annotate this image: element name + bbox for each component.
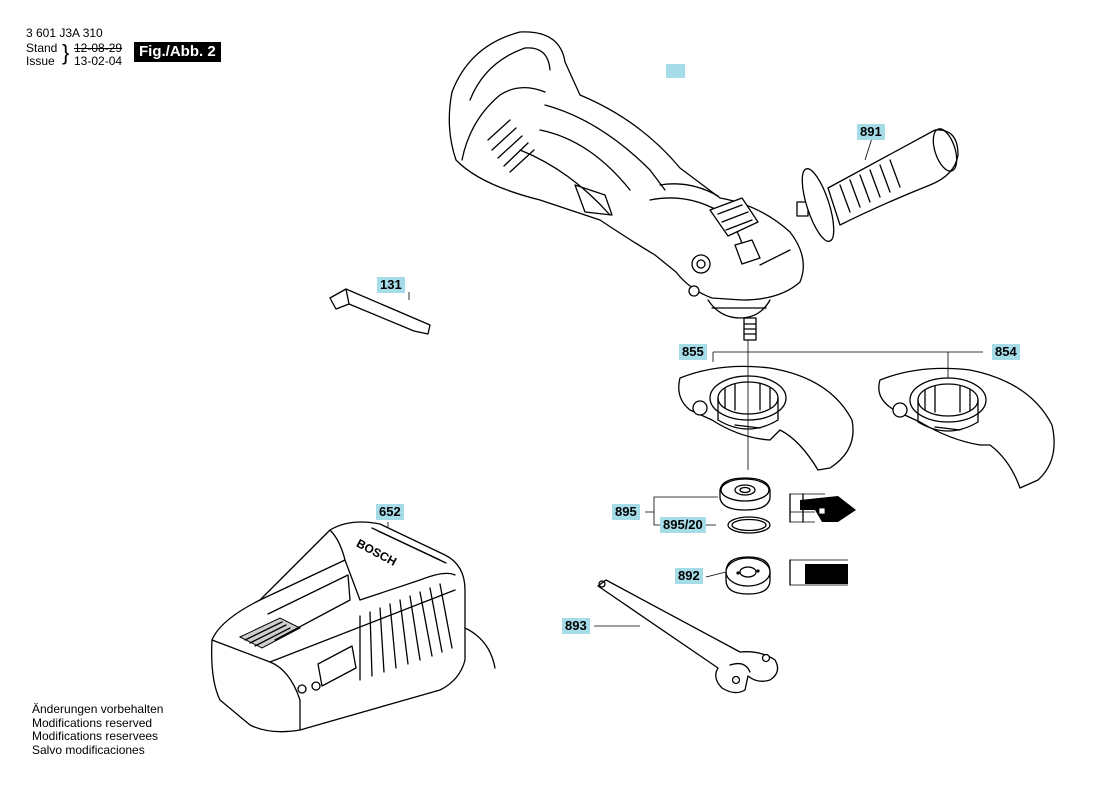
side-handle: [796, 128, 959, 242]
section-detail-nut: [789, 559, 848, 586]
figure-label: Fig./Abb. 2: [134, 42, 221, 62]
hex-key: [329, 288, 431, 335]
clamping-nut: [725, 556, 771, 595]
date-brace: }: [62, 40, 70, 65]
part-label-895-20: 895/20: [660, 517, 706, 533]
section-detail-flange: [789, 493, 856, 523]
part-label-131: 131: [377, 277, 405, 293]
o-ring: [727, 516, 771, 534]
stand-label: Stand: [26, 41, 58, 55]
issue-label: Issue: [26, 54, 55, 68]
part-label-891: 891: [857, 124, 885, 140]
part-label-893: 893: [562, 618, 590, 634]
part-label-895: 895: [612, 504, 640, 520]
wheel-guard-855: [678, 365, 854, 471]
battery-charger: BOSCH: [211, 521, 496, 733]
modification-notes: Änderungen vorbehalten Modifications res…: [32, 702, 164, 757]
note-french: Modifications reservees: [32, 729, 159, 743]
two-pin-spanner: [597, 579, 779, 694]
note-spanish: Salvo modificaciones: [32, 742, 145, 757]
stand-date: 12-08-29: [74, 41, 123, 55]
document-number: 3 601 J3A 310: [26, 26, 103, 40]
part-label-855: 855: [679, 344, 707, 360]
part-label-652: 652: [376, 504, 404, 520]
issue-date: 13-02-04: [74, 54, 123, 68]
legend-swatch: [666, 64, 685, 78]
note-german: Änderungen vorbehalten: [32, 702, 164, 716]
part-label-854: 854: [992, 344, 1020, 360]
leader-lines: [387, 137, 983, 627]
part-label-892: 892: [675, 568, 703, 584]
clamping-flange: [719, 477, 771, 511]
angle-grinder: [448, 31, 804, 341]
note-english: Modifications reserved: [32, 715, 153, 730]
wheel-guard-854: [878, 367, 1055, 489]
